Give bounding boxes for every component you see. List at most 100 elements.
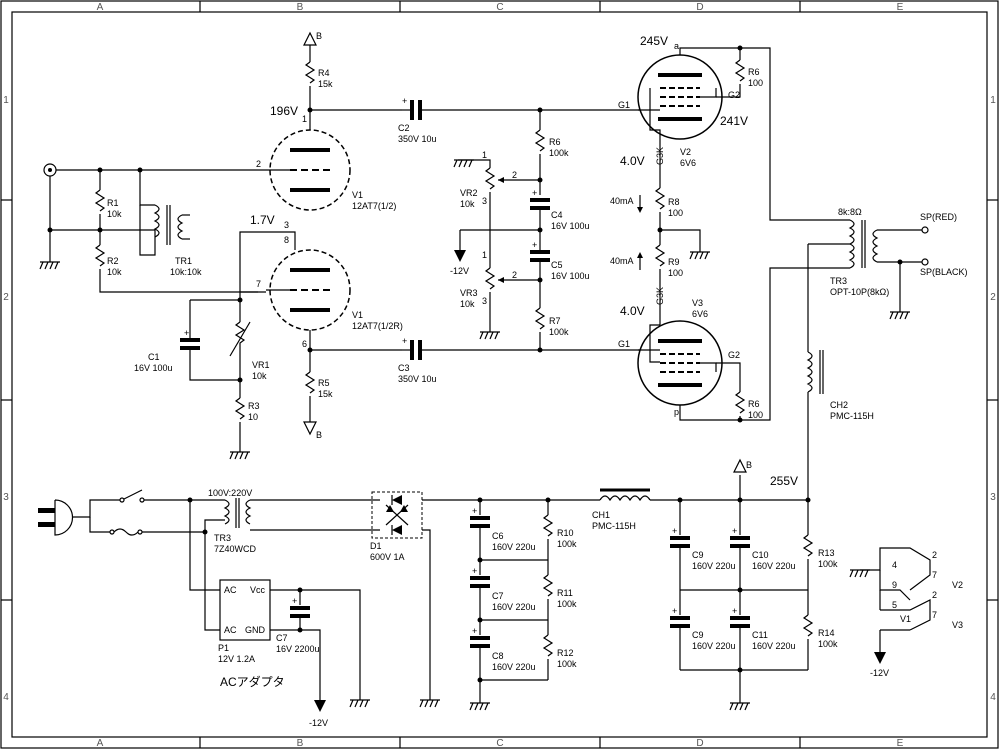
r10-ref: R10: [557, 528, 574, 538]
r6-g2-ref: R6: [748, 67, 760, 77]
r14-value: 100k: [818, 639, 838, 649]
tr2-ref: TR3: [214, 533, 231, 543]
capacitor-c11-icon: +: [730, 606, 750, 628]
ratio-100-220: 100V:220V: [208, 488, 252, 498]
heater-v1: V1: [900, 614, 911, 624]
row-label: 2: [990, 292, 996, 303]
v2-type: 6V6: [680, 158, 696, 168]
svg-text:+: +: [672, 526, 677, 536]
c9b-value: 160V 220u: [692, 641, 736, 651]
col-label: B: [297, 2, 304, 13]
tube-v1b: [239, 231, 351, 350]
pin-label: 3: [284, 220, 289, 230]
vr3-pin: 2: [512, 270, 517, 280]
vr2-ref: VR2: [460, 188, 478, 198]
voltage-4-0-b: 4.0V: [620, 304, 645, 318]
capacitor-c7-icon: +: [290, 596, 310, 618]
speaker-red-terminal-icon[interactable]: [921, 226, 929, 234]
c5-ref: C5: [551, 260, 563, 270]
row-label: 1: [3, 95, 9, 106]
ground-icon: [349, 699, 370, 708]
g3k-label: G3K: [655, 287, 665, 305]
resistor-r6-g2b-icon: [734, 391, 746, 414]
d1-value: 600V 1A: [370, 552, 405, 562]
neg12-arrow-icon: [454, 250, 466, 262]
pin-label: 1: [302, 114, 307, 124]
p1-value: 12V 1.2A: [218, 654, 255, 664]
resistor-r6-g2-icon: [734, 59, 746, 82]
capacitor-c8-icon: +: [470, 626, 490, 648]
vr3-ref: VR3: [460, 288, 478, 298]
r9-value: 100: [668, 268, 683, 278]
col-label: D: [696, 738, 703, 749]
pin-anode: a: [674, 41, 679, 51]
r13-ref: R13: [818, 548, 835, 558]
r5-value: 15k: [318, 389, 333, 399]
p1-ac1: AC: [224, 585, 237, 595]
neg12-label: -12V: [450, 266, 469, 276]
r4-branch: [303, 31, 402, 113]
r6-g2-value: 100: [748, 78, 763, 88]
voltage-255: 255V: [770, 474, 798, 488]
heater-v3: V3: [952, 620, 963, 630]
r10-value: 100k: [557, 539, 577, 549]
voltage-4-0-a: 4.0V: [620, 154, 645, 168]
v1a-ref: V1: [352, 190, 363, 200]
power-supply: + + + + + + +: [38, 458, 814, 712]
resistor-r13-icon: [802, 534, 814, 557]
ac-adapter-label: ACアダプタ: [220, 674, 285, 689]
v3-ref: V3: [692, 298, 703, 308]
supply-b-label: B: [316, 31, 322, 41]
r6-g2b-value: 100: [748, 410, 763, 420]
current-arrow-icon: [637, 207, 643, 213]
bridge-rectifier-d1: [371, 491, 423, 539]
r6-g2b-ref: R6: [748, 399, 760, 409]
heater-pin: 2: [932, 590, 937, 600]
r8-value: 100: [668, 208, 683, 218]
c7-value: 16V 2200u: [276, 644, 320, 654]
supply-b-label: B: [746, 460, 752, 470]
ac-plug-icon[interactable]: [38, 499, 120, 536]
bias-network: + +: [453, 107, 550, 353]
potentiometer-vr1-icon: [234, 321, 246, 351]
current-arrow-icon: [637, 252, 643, 258]
ac-adapter-p1: [219, 579, 271, 641]
col-label: B: [297, 738, 304, 749]
c8-value: 160V 220u: [492, 662, 536, 672]
r11-value: 100k: [557, 599, 577, 609]
heater-pin: 2: [932, 550, 937, 560]
potentiometer-vr3-icon: [484, 267, 496, 290]
r14-ref: R14: [818, 628, 835, 638]
svg-text:+: +: [402, 96, 407, 106]
input-section: R1 10k R2 10k TR1 10k:10k: [39, 163, 258, 293]
c1-ref: C1: [148, 352, 160, 362]
capacitor-c5-icon: +: [530, 240, 550, 262]
heater-v2: V2: [952, 580, 963, 590]
ground-icon: [419, 699, 440, 708]
g1-label: G1: [618, 100, 630, 110]
tube-v1a: [266, 110, 351, 211]
r8-ref: R8: [668, 197, 680, 207]
v2-ref: V2: [680, 147, 691, 157]
ground-icon: [849, 569, 870, 578]
c6-value: 160V 220u: [492, 542, 536, 552]
svg-text:+: +: [472, 626, 477, 636]
neg12-arrow-icon: [314, 700, 326, 712]
col-label: C: [496, 738, 503, 749]
col-label: E: [897, 2, 904, 13]
r5-ref: R5: [318, 378, 330, 388]
power-switch-icon[interactable]: [119, 489, 145, 503]
c3-value: 350V 10u: [398, 374, 437, 384]
r5-branch: [303, 347, 402, 436]
heater-pin: 7: [932, 610, 937, 620]
speaker-black-terminal-icon[interactable]: [921, 258, 929, 266]
ground-icon: [689, 251, 710, 260]
capacitor-c2-icon: +: [402, 96, 422, 120]
row-label: 1: [990, 95, 996, 106]
resistor-r1-icon: [94, 189, 106, 212]
supply-b-icon: [303, 421, 317, 436]
capacitor-c1-icon: +: [180, 328, 200, 350]
col-label: E: [897, 738, 904, 749]
row-label: 4: [990, 692, 996, 703]
choke-ch1-icon: [599, 488, 651, 502]
